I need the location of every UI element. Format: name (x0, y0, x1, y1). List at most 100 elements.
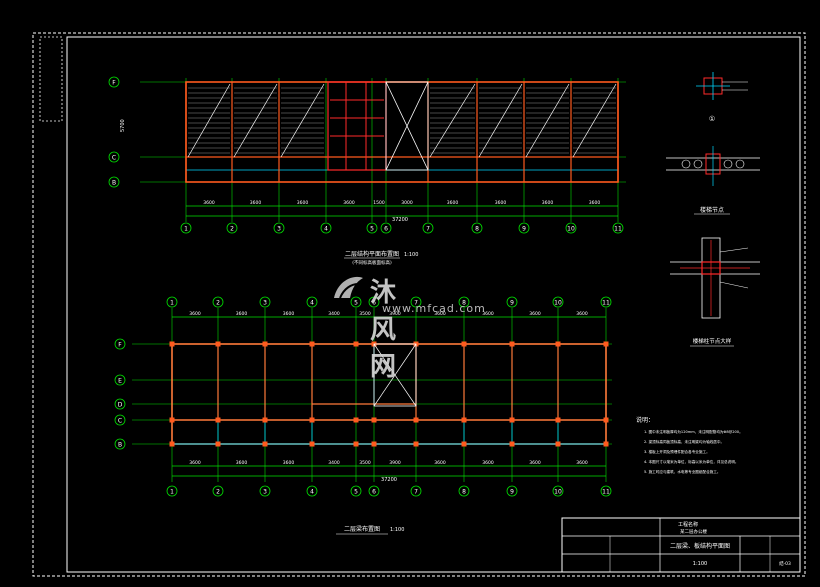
lower-column (413, 417, 419, 423)
note-2: 2. 梁顶标高同板顶标高，未注明梁均为轴线居中。 (644, 439, 724, 444)
title-block-sub: 某二层办公楼 (680, 528, 707, 535)
upper-grid-number: 9 (522, 226, 526, 233)
lower-span-dim-bottom: 3600 (482, 460, 494, 466)
lower-column (262, 417, 268, 423)
upper-span-dim: 3600 (447, 200, 459, 206)
lower-grid-bubble-bottom (458, 485, 470, 497)
upper-grid-letter-bubble (108, 151, 120, 163)
lower-column (215, 441, 221, 447)
lower-column (371, 441, 377, 447)
upper-plan-scale: 1:100 (404, 252, 418, 258)
stair-core (327, 81, 429, 171)
upper-span-dim: 3600 (250, 200, 262, 206)
upper-grid-number: 5 (370, 226, 374, 233)
lower-grid-letter-bubble (114, 374, 126, 386)
upper-span-dim: 3600 (542, 200, 554, 206)
lower-span-dim-top: 3600 (529, 311, 541, 317)
upper-span-dim: 3600 (203, 200, 215, 206)
lower-plan-title: 二层梁布置图 (344, 525, 380, 533)
lower-grid-number-top: 2 (216, 300, 220, 307)
title-block-drawing-name: 二层梁、板结构平面图 (670, 542, 730, 550)
lower-span-dim-top: 3600 (189, 311, 201, 317)
lower-grid-bubble-top (350, 296, 362, 308)
lower-grid-bubble-top (259, 296, 271, 308)
lower-column (461, 441, 467, 447)
lower-grid-letter: E (118, 378, 122, 385)
upper-grid-bubble (380, 222, 392, 234)
upper-grid-letters: FCB (108, 76, 120, 188)
lower-column (555, 341, 561, 347)
lower-grid-number-bottom: 1 (170, 489, 174, 496)
lower-span-dim-top: 3600 (576, 311, 588, 317)
upper-grid-number: 10 (567, 226, 575, 233)
lower-grid-letter-bubble (114, 438, 126, 450)
sheet-inner-frame (66, 36, 801, 573)
lower-span-dim-top: 3600 (434, 311, 446, 317)
note-4: 4. 本图尺寸以毫米为单位，标高以米为单位，详见总说明。 (644, 459, 738, 464)
upper-grid-bubble (518, 222, 530, 234)
lower-grid-number-top: 9 (510, 300, 514, 307)
lower-grid-bubble-bottom (166, 485, 178, 497)
lower-span-dim-bottom: 3600 (434, 460, 446, 466)
upper-grid-number: 8 (475, 226, 479, 233)
watermark-url: www.mfcad.com (382, 302, 486, 315)
upper-depth-dim: 5700 (120, 119, 126, 132)
note-5: 5. 施工时应与建筑、水电等专业图纸配合施工。 (644, 469, 720, 474)
lower-column (413, 441, 419, 447)
upper-grid-number: 1 (184, 226, 188, 233)
upper-slab-diagonal (233, 83, 278, 158)
upper-slab-diagonal (572, 83, 617, 158)
lower-grid-bubble-bottom (552, 485, 564, 497)
lower-span-dim-top: 3600 (236, 311, 248, 317)
general-notes: 说明： 1. 图中未注明板厚均为120mm，未注明配筋均为Φ8@200。 2. … (636, 416, 743, 474)
lower-span-dim-bottom: 3600 (189, 460, 201, 466)
upper-grid-bubble (273, 222, 285, 234)
lower-span-dim-top: 3600 (482, 311, 494, 317)
lower-grid-bubble-bottom (259, 485, 271, 497)
title-block-scale: 1:100 (693, 561, 707, 567)
lower-grid-letter: F (118, 342, 122, 349)
lower-grid-letter-bubble (114, 338, 126, 350)
upper-grid-bubble (471, 222, 483, 234)
notes-heading: 说明： (636, 416, 654, 424)
upper-plan-slabs (185, 81, 619, 183)
lower-column (215, 341, 221, 347)
lower-column (555, 441, 561, 447)
upper-grid-letter-bubble (108, 176, 120, 188)
title-block-drawing-no: 结-03 (779, 560, 791, 567)
lower-grid-number-top: 1 (170, 300, 174, 307)
upper-grid-number: 3 (277, 226, 281, 233)
upper-plan-title: 二层结构平面布置图 (345, 250, 399, 258)
lower-column (603, 417, 609, 423)
lower-grid-bubble-bottom (410, 485, 422, 497)
upper-span-dim: 1500 (373, 200, 385, 206)
lower-span-dim-top: 3600 (283, 311, 295, 317)
lower-plan-scale: 1:100 (390, 527, 404, 533)
upper-outer-wall (185, 81, 619, 183)
lower-grid-bubble-top (212, 296, 224, 308)
lower-grid-bubble-top (166, 296, 178, 308)
upper-grid-bubble (180, 222, 192, 234)
upper-grid-number: 11 (614, 226, 622, 233)
lower-column (309, 417, 315, 423)
lower-grid-bubble-bottom (600, 485, 612, 497)
upper-grid-bubble (320, 222, 332, 234)
lower-grid-number-bottom: 10 (554, 489, 562, 496)
lower-grid-number-top: 10 (554, 300, 562, 307)
lower-grid-bubble-top (458, 296, 470, 308)
upper-span-dim: 3600 (343, 200, 355, 206)
lower-grid-number-bottom: 7 (414, 489, 418, 496)
lower-column (262, 441, 268, 447)
upper-slab-diagonal (187, 83, 231, 158)
lower-column (169, 341, 175, 347)
lower-column (555, 417, 561, 423)
note-3: 3. 楼板上开洞及预埋件配合各专业施工。 (644, 449, 710, 454)
lower-span-dim-bottom: 3500 (359, 460, 371, 466)
note-1: 1. 图中未注明板厚均为120mm，未注明配筋均为Φ8@200。 (644, 429, 743, 434)
lower-column (309, 441, 315, 447)
